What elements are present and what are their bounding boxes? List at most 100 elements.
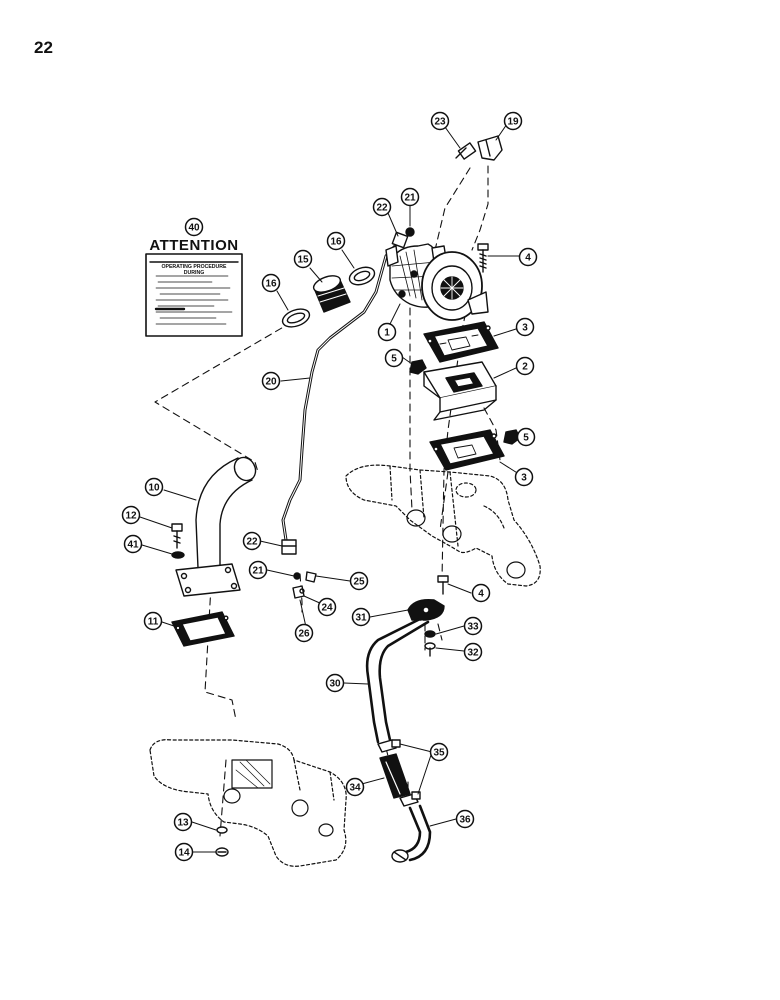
callout-16: 16 — [326, 231, 346, 251]
gasket-3-top — [423, 321, 499, 363]
callout-number: 22 — [246, 537, 258, 548]
callout-number: 32 — [467, 648, 479, 659]
callout-number: 36 — [459, 815, 471, 826]
callout-circle — [345, 777, 365, 797]
callout-number: 4 — [478, 589, 484, 600]
leader-lines — [139, 123, 523, 853]
callout-circle — [515, 356, 535, 376]
callout-circle — [503, 111, 523, 131]
callout-number: 2 — [522, 362, 528, 373]
bolt-12 — [171, 523, 183, 549]
callout-circle — [471, 583, 491, 603]
clamp-16-right — [348, 266, 376, 286]
callout-circle — [351, 607, 371, 627]
callout-20: 20 — [261, 371, 281, 391]
callout-number: 35 — [433, 748, 445, 759]
callout-number: 34 — [349, 783, 361, 794]
clamp-35-top — [377, 739, 401, 753]
plug-14 — [215, 847, 229, 857]
callout-circle — [144, 477, 164, 497]
callout-circle — [349, 571, 369, 591]
callout-number: 16 — [265, 279, 277, 290]
exhaust-manifold-phantom — [345, 464, 541, 587]
hose-15 — [312, 275, 351, 313]
callout-number: 12 — [125, 511, 137, 522]
callout-5: 5 — [516, 427, 536, 447]
callout-circle — [143, 611, 163, 631]
callout-5: 5 — [384, 348, 404, 368]
nut-5-left — [409, 359, 427, 375]
washer-33 — [424, 630, 436, 638]
fitting-23 — [455, 142, 477, 160]
callout-number: 21 — [252, 566, 264, 577]
callout-10: 10 — [144, 477, 164, 497]
callout-21: 21 — [400, 187, 420, 207]
callout-number: 31 — [355, 613, 367, 624]
return-tube-36 — [391, 804, 432, 863]
callout-22: 22 — [372, 197, 392, 217]
callout-40: 40 — [184, 217, 204, 237]
nut-5-right — [503, 429, 521, 445]
callout-4: 4 — [518, 247, 538, 267]
callout-circle — [293, 249, 313, 269]
callout-14: 14 — [174, 842, 194, 862]
callout-34: 34 — [345, 777, 365, 797]
callout-number: 30 — [329, 679, 341, 690]
callout-number: 16 — [330, 237, 342, 248]
callout-circle — [294, 623, 314, 643]
callout-circle — [317, 597, 337, 617]
callout-circle — [400, 187, 420, 207]
callout-12: 12 — [121, 505, 141, 525]
callout-circle — [325, 673, 345, 693]
callout-number: 5 — [391, 354, 397, 365]
fitting-22-bottom — [281, 539, 297, 555]
flange-31 — [407, 599, 445, 621]
callout-number: 14 — [178, 848, 190, 859]
callout-number: 22 — [376, 203, 388, 214]
callout-23: 23 — [430, 111, 450, 131]
callout-19: 19 — [503, 111, 523, 131]
washer-21-top — [405, 227, 415, 237]
callout-circle — [518, 247, 538, 267]
callout-22: 22 — [242, 531, 262, 551]
page-number: 22 — [34, 38, 53, 57]
elbow-tube-10 — [175, 456, 257, 597]
callout-circle — [463, 616, 483, 636]
callout-circle — [261, 273, 281, 293]
washer-41 — [171, 551, 185, 559]
callout-13: 13 — [173, 812, 193, 832]
decal-text: ATTENTION OPERATING PROCEDURE DURING — [149, 237, 238, 276]
callout-31: 31 — [351, 607, 371, 627]
callout-32: 32 — [463, 642, 483, 662]
callout-circle — [261, 371, 281, 391]
callout-circle — [372, 197, 392, 217]
callout-circle — [515, 317, 535, 337]
attention-decal — [145, 253, 243, 337]
callout-15: 15 — [293, 249, 313, 269]
callout-number: 23 — [434, 117, 446, 128]
callout-number: 1 — [384, 328, 390, 339]
callout-circle — [174, 842, 194, 862]
callout-circle — [123, 534, 143, 554]
callout-circle — [242, 531, 262, 551]
callout-2: 2 — [515, 356, 535, 376]
callout-33: 33 — [463, 616, 483, 636]
decal-line-1: OPERATING PROCEDURE — [161, 264, 227, 270]
callout-circle — [455, 809, 475, 829]
bolt-32 — [424, 642, 436, 657]
callout-number: 4 — [525, 253, 531, 264]
callout-26: 26 — [294, 623, 314, 643]
callout-number: 3 — [522, 323, 528, 334]
callout-11: 11 — [143, 611, 163, 631]
callout-circle — [326, 231, 346, 251]
callout-number: 5 — [523, 433, 529, 444]
decal-line-2: DURING — [184, 270, 204, 276]
callout-number: 15 — [297, 255, 309, 266]
callout-41: 41 — [123, 534, 143, 554]
callout-number: 13 — [177, 818, 189, 829]
intake-manifold-phantom — [149, 739, 347, 867]
callout-3: 3 — [514, 467, 534, 487]
callout-number: 26 — [298, 629, 310, 640]
